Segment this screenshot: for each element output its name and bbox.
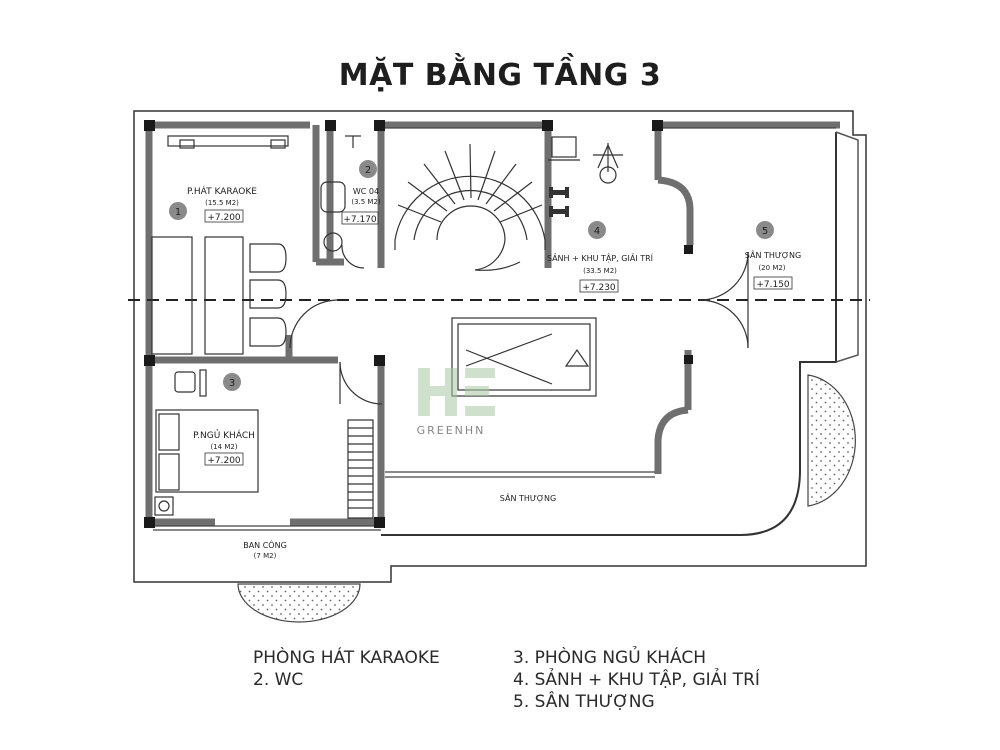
room-karaoke-label: 1 P.HÁT KARAOKE (15.5 M2) +7.200 <box>169 185 257 223</box>
balcony-label: BAN CÔNG <box>243 539 287 550</box>
room-karaoke-name: P.HÁT KARAOKE <box>187 185 257 197</box>
right-planter <box>807 374 856 507</box>
legend-left: PHÒNG HÁT KARAOKE 2. WC <box>253 647 440 691</box>
guest-room-furniture <box>154 369 259 516</box>
room-marker-1 <box>169 202 187 220</box>
watermark-text: GREENHN <box>417 424 486 437</box>
room-terrace-level: +7.150 <box>756 280 790 290</box>
room-wc-area: (3.5 M2) <box>351 198 381 206</box>
room-wc-name: WC 04 <box>353 187 379 196</box>
room-terrace-name: SÂN THƯỢNG <box>745 249 801 260</box>
legend-item: PHÒNG HÁT KARAOKE <box>253 648 440 668</box>
legend-item: 2. WC <box>253 670 304 690</box>
room-guest-area: (14 M2) <box>210 443 237 451</box>
legend-item: 5. SÂN THƯỢNG <box>513 692 655 712</box>
terrace-bottom-label: SÂN THƯỢNG <box>500 492 556 503</box>
dumbbells <box>549 187 569 217</box>
gym-equipment <box>548 136 623 184</box>
room-marker-1-num: 1 <box>175 207 181 218</box>
room-karaoke-area: (15.5 M2) <box>205 199 239 207</box>
room-marker-4-num: 4 <box>594 226 600 237</box>
lower-left-planter <box>237 583 361 623</box>
outer-boundary <box>133 110 867 583</box>
room-marker-5 <box>756 221 774 239</box>
karaoke-furniture <box>151 135 289 355</box>
legend-right: 3. PHÒNG NGỦ KHÁCH 4. SẢNH + KHU TẬP, GI… <box>513 647 760 713</box>
room-hall-label: 4 SẢNH + KHU TẬP, GIẢI TRÍ (33.5 M2) +7.… <box>547 221 654 293</box>
room-wc-level: +7.170 <box>343 215 377 225</box>
room-guest-level: +7.200 <box>207 456 241 466</box>
walls <box>145 121 840 526</box>
spiral-stair <box>394 143 546 271</box>
room-terrace-label: 5 SÂN THƯỢNG (20 M2) +7.150 <box>745 221 801 290</box>
window-strips <box>153 127 836 531</box>
page-title: MẶT BẰNG TẦNG 3 <box>338 58 662 93</box>
pool-table <box>451 317 597 397</box>
room-terrace-area: (20 M2) <box>758 264 785 272</box>
room-wc-label: 2 WC 04 (3.5 M2) +7.170 <box>341 160 381 225</box>
columns <box>144 120 693 528</box>
balcony-area: (7 M2) <box>254 552 277 560</box>
room-marker-2 <box>359 160 377 178</box>
legend-item: 4. SẢNH + KHU TẬP, GIẢI TRÍ <box>513 670 760 690</box>
guest-stair <box>347 419 374 519</box>
room-marker-3 <box>223 373 241 391</box>
terrace-curve-edge <box>381 132 837 536</box>
room-guest-name: P.NGỦ KHÁCH <box>193 429 255 441</box>
room-marker-5-num: 5 <box>762 226 768 237</box>
terrace-rail <box>835 131 859 363</box>
room-guest-label: 3 P.NGỦ KHÁCH (14 M2) +7.200 <box>193 373 255 466</box>
room-hall-name: SẢNH + KHU TẬP, GIẢI TRÍ <box>547 252 654 264</box>
wc-fixtures <box>320 135 361 252</box>
room-marker-2-num: 2 <box>365 165 371 176</box>
room-marker-4 <box>588 221 606 239</box>
watermark-logo: GREENHN <box>417 368 495 437</box>
room-hall-level: +7.230 <box>582 283 616 293</box>
room-marker-3-num: 3 <box>229 378 235 389</box>
legend-item: 3. PHÒNG NGỦ KHÁCH <box>513 648 706 668</box>
door-swings <box>289 244 749 405</box>
room-hall-area: (33.5 M2) <box>583 267 617 275</box>
room-karaoke-level: +7.200 <box>207 213 241 223</box>
